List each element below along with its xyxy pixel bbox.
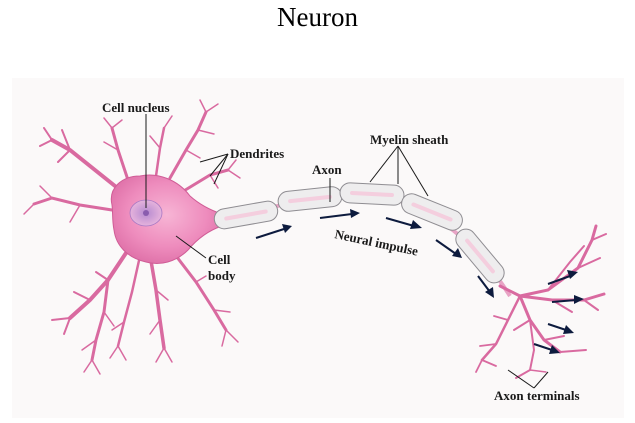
axon-terminals-branches bbox=[475, 224, 607, 379]
label-myelin-sheath: Myelin sheath bbox=[370, 132, 449, 147]
page-title: Neuron bbox=[277, 2, 358, 32]
label-cell-nucleus: Cell nucleus bbox=[102, 100, 170, 115]
impulse-arrows bbox=[255, 209, 584, 354]
cell-body-shape bbox=[110, 174, 223, 264]
label-cell-body-line2: body bbox=[208, 268, 236, 283]
label-neural-impulse: Neural impulse bbox=[333, 226, 419, 258]
label-dendrites: Dendrites bbox=[230, 146, 284, 161]
leader-lines bbox=[145, 114, 549, 389]
label-axon-terminals: Axon terminals bbox=[494, 388, 580, 403]
myelin-sheaths bbox=[213, 182, 505, 284]
label-axon: Axon bbox=[312, 162, 342, 177]
label-cell-body-line1: Cell bbox=[208, 252, 231, 267]
dendrites bbox=[23, 99, 241, 375]
nucleolus bbox=[143, 210, 149, 216]
